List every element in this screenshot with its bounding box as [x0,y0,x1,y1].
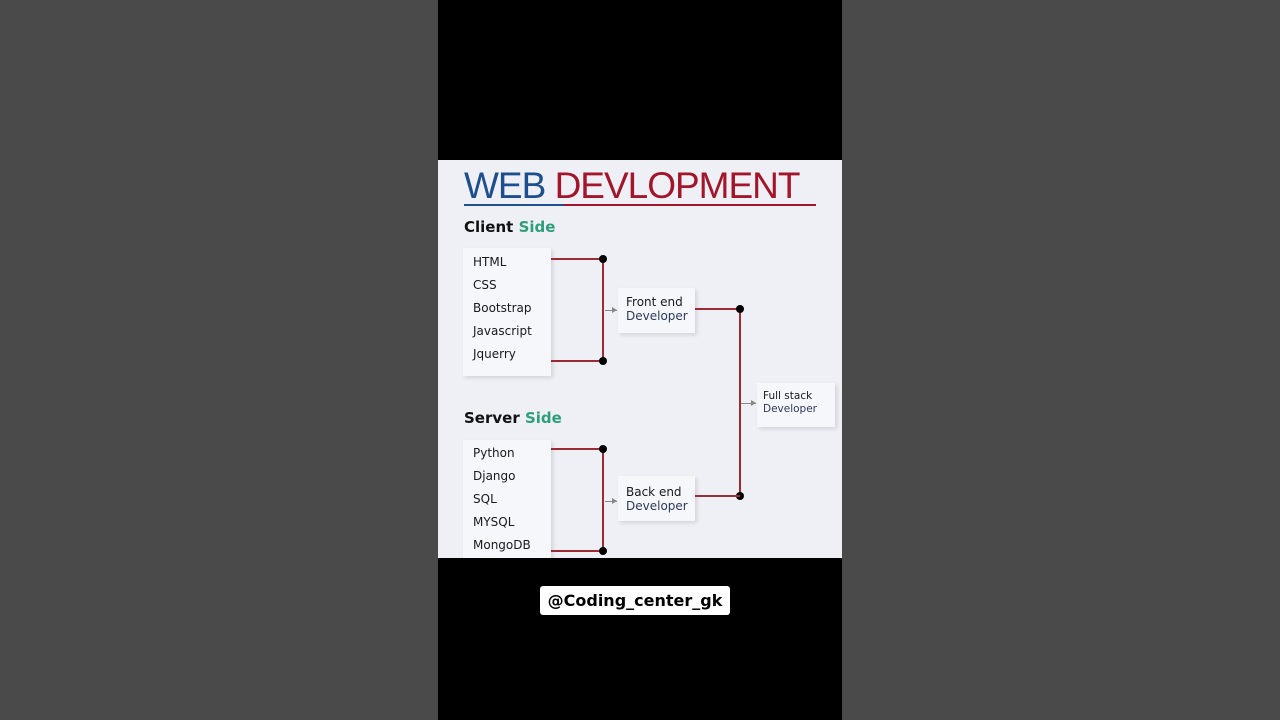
skill-item: Bootstrap [473,301,532,315]
role-line: Developer [626,309,688,323]
connector-line [602,449,604,551]
side-label: Side [518,218,556,236]
skill-item: Javascript [473,324,532,338]
skill-item: MYSQL [473,515,515,529]
connector-line [551,258,603,260]
connector-dot [599,547,607,555]
connector-line [551,550,603,552]
title-underline-blue [464,204,564,206]
connector-line [695,495,740,497]
role-line: Front end [626,295,683,309]
server-label: Server [464,409,520,427]
arrow-icon [741,400,756,406]
title-web: WEB [464,165,546,206]
server-skills-box: Python Django SQL MYSQL MongoDB [463,440,551,558]
skill-item: Jquerry [473,347,516,361]
diagram-title: WEB DEVLOPMENT [464,165,800,207]
connector-line [551,448,603,450]
role-line: Full stack [763,390,813,402]
skill-item: Python [473,446,515,460]
client-label: Client [464,218,514,236]
skill-item: MongoDB [473,538,531,552]
role-line: Back end [626,485,682,499]
connector-dot [599,445,607,453]
web-development-diagram: WEB DEVLOPMENT Client Side HTML CSS Boot… [438,160,842,558]
side-label: Side [524,409,562,427]
connector-dot [599,357,607,365]
role-line: Developer [626,499,688,513]
server-side-heading: Server Side [464,409,562,427]
connector-dot [736,492,744,500]
arrow-icon [605,498,617,504]
client-side-heading: Client Side [464,218,555,236]
role-line: Developer [763,403,818,415]
arrow-icon [605,307,617,313]
connector-line [739,309,741,496]
channel-watermark: @Coding_center_gk [540,586,730,615]
skill-item: HTML [473,255,507,269]
title-devlopment: DEVLOPMENT [554,165,801,206]
title-underline-red [564,204,816,206]
connector-line [602,259,604,361]
client-skills-box: HTML CSS Bootstrap Javascript Jquerry [463,248,551,376]
connector-line [695,308,740,310]
skill-item: Django [473,469,516,483]
skill-item: CSS [473,278,497,292]
connector-dot [599,255,607,263]
connector-dot [736,305,744,313]
skill-item: SQL [473,492,497,506]
connector-line [551,360,603,362]
